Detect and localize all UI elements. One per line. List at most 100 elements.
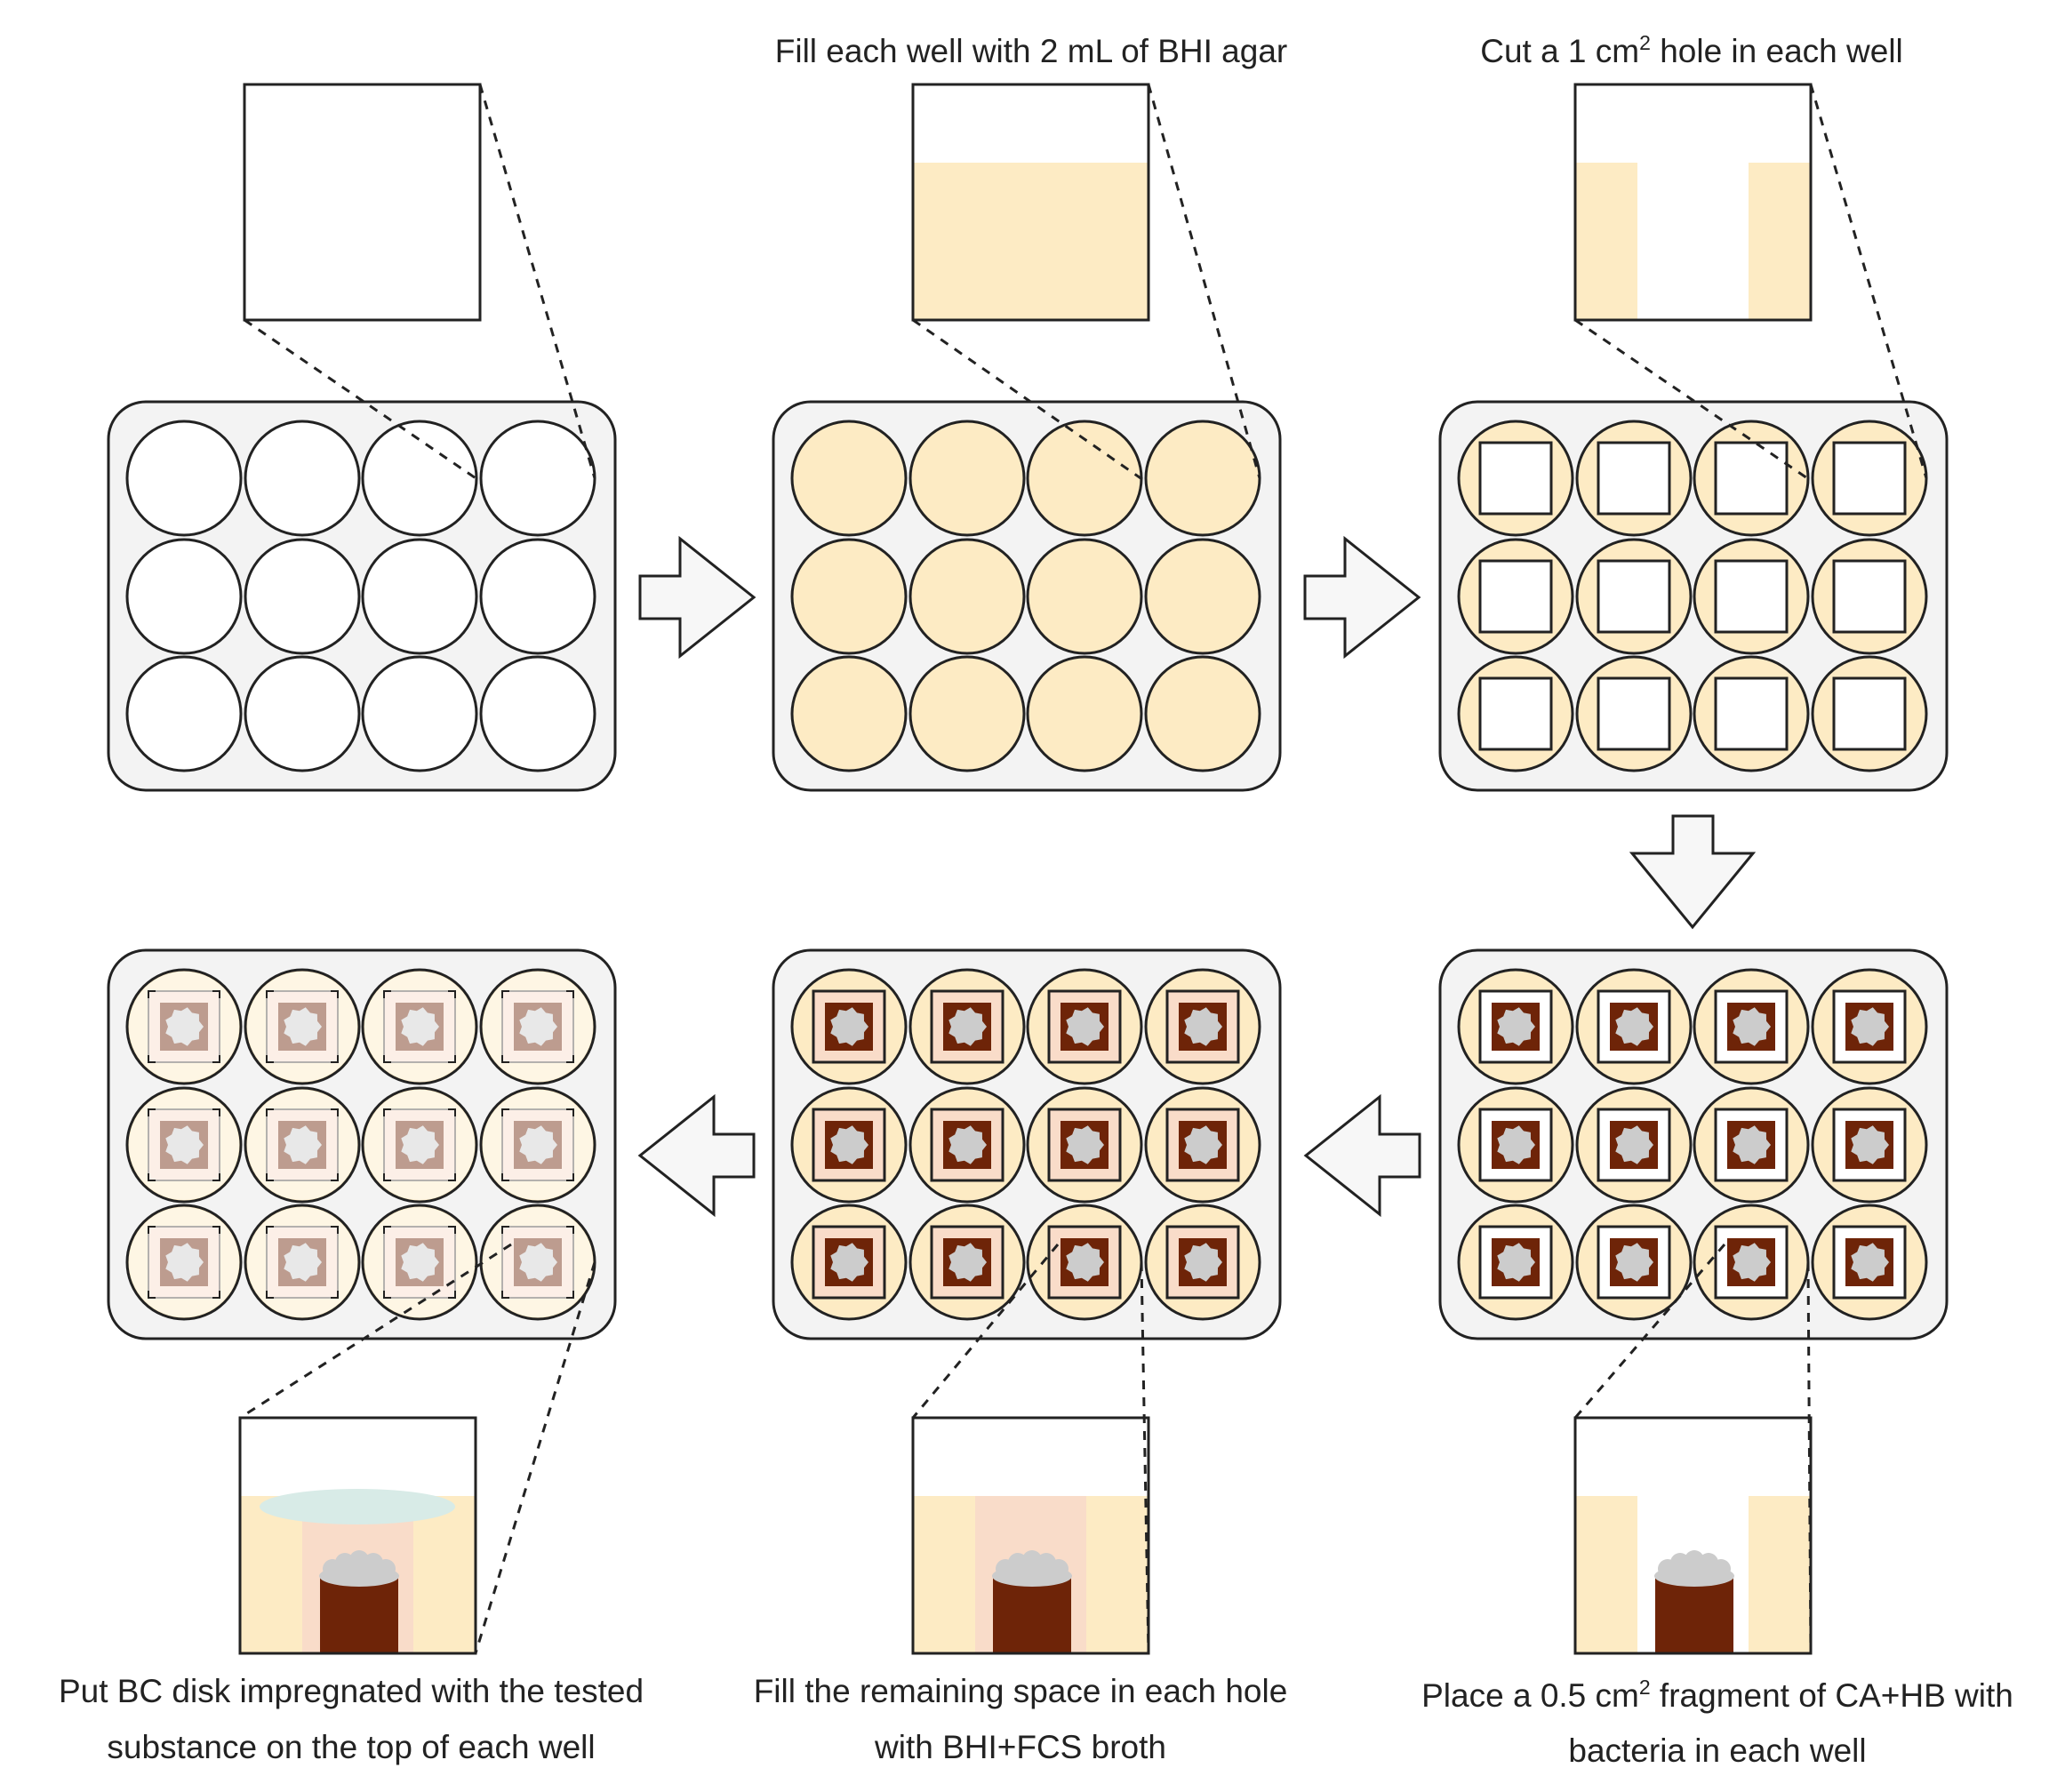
bc-disk [129, 972, 239, 1082]
cut-hole [1832, 676, 1907, 751]
bc-disk [483, 972, 593, 1082]
caption-fill-broth: Fill the remaining space in each hole [754, 1673, 1288, 1709]
bc-disk [129, 1207, 239, 1317]
cut-hole [1714, 441, 1789, 516]
zoom-guide [911, 1244, 1060, 1419]
caption-fill-broth-line2: with BHI+FCS broth [874, 1729, 1166, 1765]
plate-disk-added [107, 948, 617, 1340]
cut-hole [1832, 559, 1907, 634]
zoom-guide [474, 1261, 596, 1654]
bacteria-colony [1497, 1125, 1535, 1164]
agar-wall-right [1086, 1496, 1149, 1653]
well [125, 420, 243, 537]
bacteria-colony [830, 1125, 868, 1164]
plate-holes-cut [1438, 400, 1949, 792]
enlarged-well-broth [911, 1416, 1150, 1655]
well [790, 538, 908, 655]
well [244, 420, 361, 537]
well [244, 655, 361, 772]
ca-hb-fragment [1655, 1578, 1733, 1653]
well [908, 1204, 1026, 1321]
well [1693, 1204, 1810, 1321]
zoom-guide [244, 318, 482, 484]
well [1457, 655, 1574, 772]
well [1693, 655, 1810, 772]
well [1811, 538, 1928, 655]
well [790, 420, 908, 537]
well [1457, 420, 1574, 537]
plate-broth-filled [772, 948, 1282, 1340]
well [479, 1086, 596, 1204]
zoom-guide [1574, 318, 1813, 484]
well [361, 968, 478, 1085]
bacteria-colony [830, 1007, 868, 1046]
well [790, 1204, 908, 1321]
bc-disk [129, 1090, 239, 1200]
zoom-guide [1806, 1261, 1813, 1654]
zoom-guide [1140, 1261, 1150, 1654]
well [1457, 1086, 1574, 1204]
caption-place-fragment-line2: bacteria in each well [1568, 1732, 1866, 1769]
well [1457, 968, 1574, 1085]
bacteria-colony [948, 1125, 987, 1164]
well [1575, 1086, 1693, 1204]
cut-hole [1597, 441, 1671, 516]
bacteria-colony [1184, 1125, 1222, 1164]
well [790, 968, 908, 1085]
well [1693, 968, 1810, 1085]
well [1144, 420, 1261, 537]
well [125, 655, 243, 772]
well [790, 1086, 908, 1204]
cut-hole [1478, 441, 1553, 516]
agar-wall-right [1749, 1496, 1811, 1653]
well [244, 1204, 361, 1321]
well [361, 420, 478, 537]
bacteria-colony [948, 1007, 987, 1046]
well [479, 655, 596, 772]
plate-agar-filled [772, 400, 1282, 792]
agar-layer [913, 163, 1149, 320]
bacteria-colony [1615, 1007, 1653, 1046]
bacteria-colony [1851, 1125, 1889, 1164]
bc-disk [247, 1090, 357, 1200]
well [1026, 655, 1143, 772]
cut-hole [1478, 676, 1553, 751]
zoom-guide [478, 84, 596, 479]
bacteria-colony [830, 1243, 868, 1282]
cut-hole [1597, 676, 1671, 751]
well [1811, 420, 1928, 537]
well [1575, 420, 1693, 537]
well [908, 655, 1026, 772]
well [1026, 538, 1143, 655]
zoom-guide [1147, 84, 1261, 479]
well [1575, 538, 1693, 655]
enlarged-well-hole [1573, 83, 1813, 322]
cut-hole [1714, 676, 1789, 751]
well [244, 538, 361, 655]
well [1811, 1204, 1928, 1321]
enlarged-well-disk [238, 1416, 477, 1655]
well [1144, 538, 1261, 655]
well [1811, 968, 1928, 1085]
arrow-left-step-5 [637, 1093, 756, 1218]
well [125, 968, 243, 1085]
well [479, 968, 596, 1085]
well [125, 1086, 243, 1204]
bc-disk [260, 1489, 455, 1524]
well [1575, 655, 1693, 772]
cut-hole [1832, 441, 1907, 516]
arrow-left-step-4 [1303, 1093, 1421, 1218]
bacteria-colony [1615, 1125, 1653, 1164]
bacteria-colony [1184, 1243, 1222, 1282]
bc-disk [364, 1090, 475, 1200]
well [1144, 968, 1261, 1085]
arrow-down-step-3 [1629, 814, 1757, 930]
bc-disk [364, 972, 475, 1082]
caption-cut-hole: Cut a 1 cm2 hole in each well [1480, 31, 1903, 69]
bacteria-colony [1066, 1007, 1104, 1046]
bacteria-colony [1497, 1243, 1535, 1282]
enlarged-well-agar [911, 83, 1150, 322]
well [1144, 1086, 1261, 1204]
bacteria-colony [1184, 1007, 1222, 1046]
well [1693, 420, 1810, 537]
